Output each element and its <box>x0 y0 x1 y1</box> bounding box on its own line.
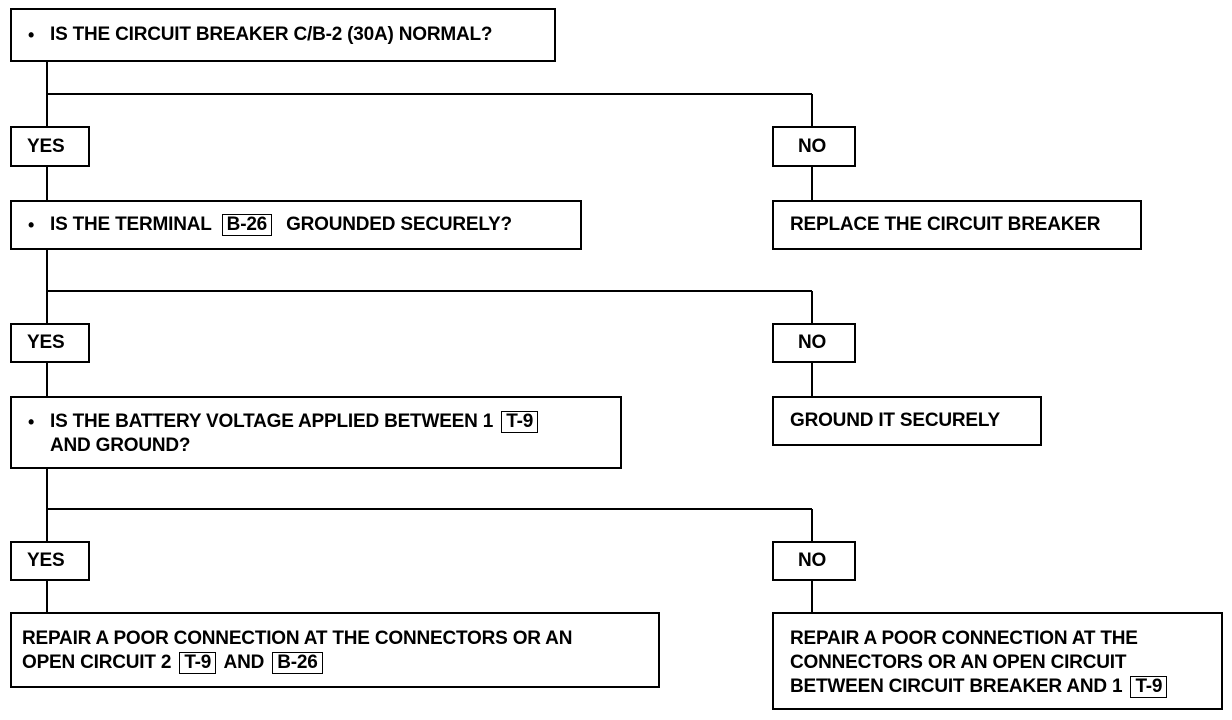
connector-t9-tag: T-9 <box>179 652 217 674</box>
bullet-icon: • <box>27 215 35 235</box>
question-1-box: • IS THE CIRCUIT BREAKER C/B-2 (30A) NOR… <box>10 8 556 62</box>
terminal-b26-tag: B-26 <box>221 214 273 236</box>
q1-no-box: NO <box>772 126 856 167</box>
q3-yes-box: YES <box>10 541 90 581</box>
connector-t9-tag: T-9 <box>501 411 539 433</box>
q2-yes-box: YES <box>10 323 90 363</box>
connector-t9-tag: T-9 <box>1130 676 1168 698</box>
question-3-line-1: IS THE BATTERY VOLTAGE APPLIED BETWEEN 1 <box>50 411 494 432</box>
question-3-box: • IS THE BATTERY VOLTAGE APPLIED BETWEEN… <box>10 396 622 469</box>
terminal-b26-tag: B-26 <box>272 652 323 674</box>
q3-no-action-line-3: BETWEEN CIRCUIT BREAKER AND 1 <box>790 676 1123 697</box>
bullet-icon: • <box>27 412 35 432</box>
q3-no-action-box: REPAIR A POOR CONNECTION AT THE CONNECTO… <box>772 612 1223 710</box>
q2-yes-label: YES <box>27 332 65 353</box>
q3-yes-label: YES <box>27 550 65 571</box>
q3-yes-action-line-1: REPAIR A POOR CONNECTION AT THE CONNECTO… <box>22 628 573 649</box>
q3-yes-action-line-2-mid: AND <box>223 652 265 673</box>
q2-no-label: NO <box>798 332 827 353</box>
q3-no-action-line-2: CONNECTORS OR AN OPEN CIRCUIT <box>790 652 1127 673</box>
q2-no-action-text: GROUND IT SECURELY <box>790 410 1001 431</box>
q3-no-action-line-1: REPAIR A POOR CONNECTION AT THE <box>790 628 1138 649</box>
q1-yes-label: YES <box>27 135 65 157</box>
question-2-box: • IS THE TERMINAL B-26 GROUNDED SECURELY… <box>10 200 582 250</box>
q3-yes-action-line-2-start: OPEN CIRCUIT 2 <box>22 652 172 673</box>
question-2-text-before: IS THE TERMINAL <box>50 214 212 235</box>
q1-no-action-box: REPLACE THE CIRCUIT BREAKER <box>772 200 1142 250</box>
q1-yes-box: YES <box>10 126 90 167</box>
bullet-icon: • <box>27 25 35 45</box>
q3-no-box: NO <box>772 541 856 581</box>
q1-no-action-text: REPLACE THE CIRCUIT BREAKER <box>790 214 1101 235</box>
question-2-text-after: GROUNDED SECURELY? <box>286 214 512 235</box>
q3-no-label: NO <box>798 550 827 571</box>
q2-no-action-box: GROUND IT SECURELY <box>772 396 1042 446</box>
q3-yes-action-box: REPAIR A POOR CONNECTION AT THE CONNECTO… <box>10 612 660 688</box>
q2-no-box: NO <box>772 323 856 363</box>
question-3-line-2: AND GROUND? <box>50 435 191 456</box>
question-1-text: IS THE CIRCUIT BREAKER C/B-2 (30A) NORMA… <box>50 24 493 45</box>
q1-no-label: NO <box>798 135 827 157</box>
